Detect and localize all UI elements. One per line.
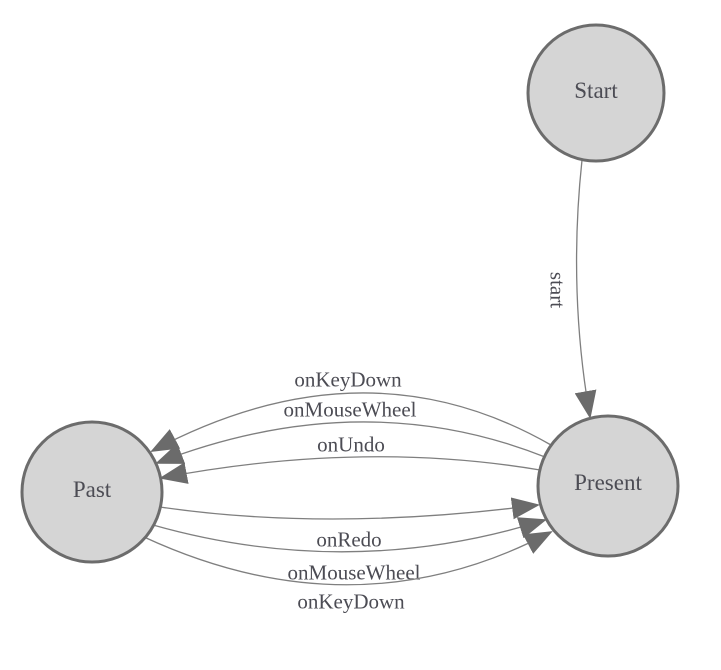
- node-label-start: Start: [574, 78, 618, 103]
- edge-past-to-present-onmousewheel: onMouseWheel: [152, 517, 547, 584]
- edge-start-to-present: start: [546, 159, 597, 419]
- edge-present-to-past-onundo: onUndo: [159, 432, 541, 484]
- edge-label-onmousewheel-top: onMouseWheel: [284, 397, 417, 421]
- edge-line-start[interactable]: [574, 159, 597, 419]
- edge-line-onkeydown-bottom[interactable]: [143, 531, 553, 586]
- edge-line-onkeydown-top[interactable]: [150, 392, 552, 452]
- edge-line-onmousewheel-top[interactable]: [155, 421, 546, 464]
- node-past-circle[interactable]: [20, 420, 164, 564]
- edge-label-onredo: onRedo: [316, 527, 381, 551]
- edge-present-to-past-onmousewheel: onMouseWheel: [155, 397, 546, 464]
- edge-label-start: start: [546, 272, 570, 308]
- node-present: Present: [536, 414, 680, 558]
- node-label-past: Past: [73, 477, 112, 502]
- edge-label-onkeydown-bottom: onKeyDown: [297, 589, 405, 613]
- edge-past-to-present-onredo: onRedo: [159, 497, 540, 551]
- edge-present-to-past-onkeydown: onKeyDown: [150, 367, 552, 452]
- edge-label-onkeydown-top: onKeyDown: [294, 367, 402, 391]
- edge-label-onmousewheel-bottom: onMouseWheel: [288, 560, 421, 584]
- edge-past-to-present-onkeydown: onKeyDown: [143, 531, 553, 613]
- node-start-circle[interactable]: [526, 23, 666, 163]
- node-present-circle[interactable]: [536, 414, 680, 558]
- node-label-present: Present: [574, 470, 642, 495]
- edge-label-onundo: onUndo: [317, 432, 385, 456]
- node-start: Start: [526, 23, 666, 163]
- edge-line-onmousewheel-bottom[interactable]: [152, 517, 547, 553]
- edge-line-onundo[interactable]: [159, 456, 541, 484]
- edge-line-onredo[interactable]: [159, 497, 540, 520]
- node-past: Past: [20, 420, 164, 564]
